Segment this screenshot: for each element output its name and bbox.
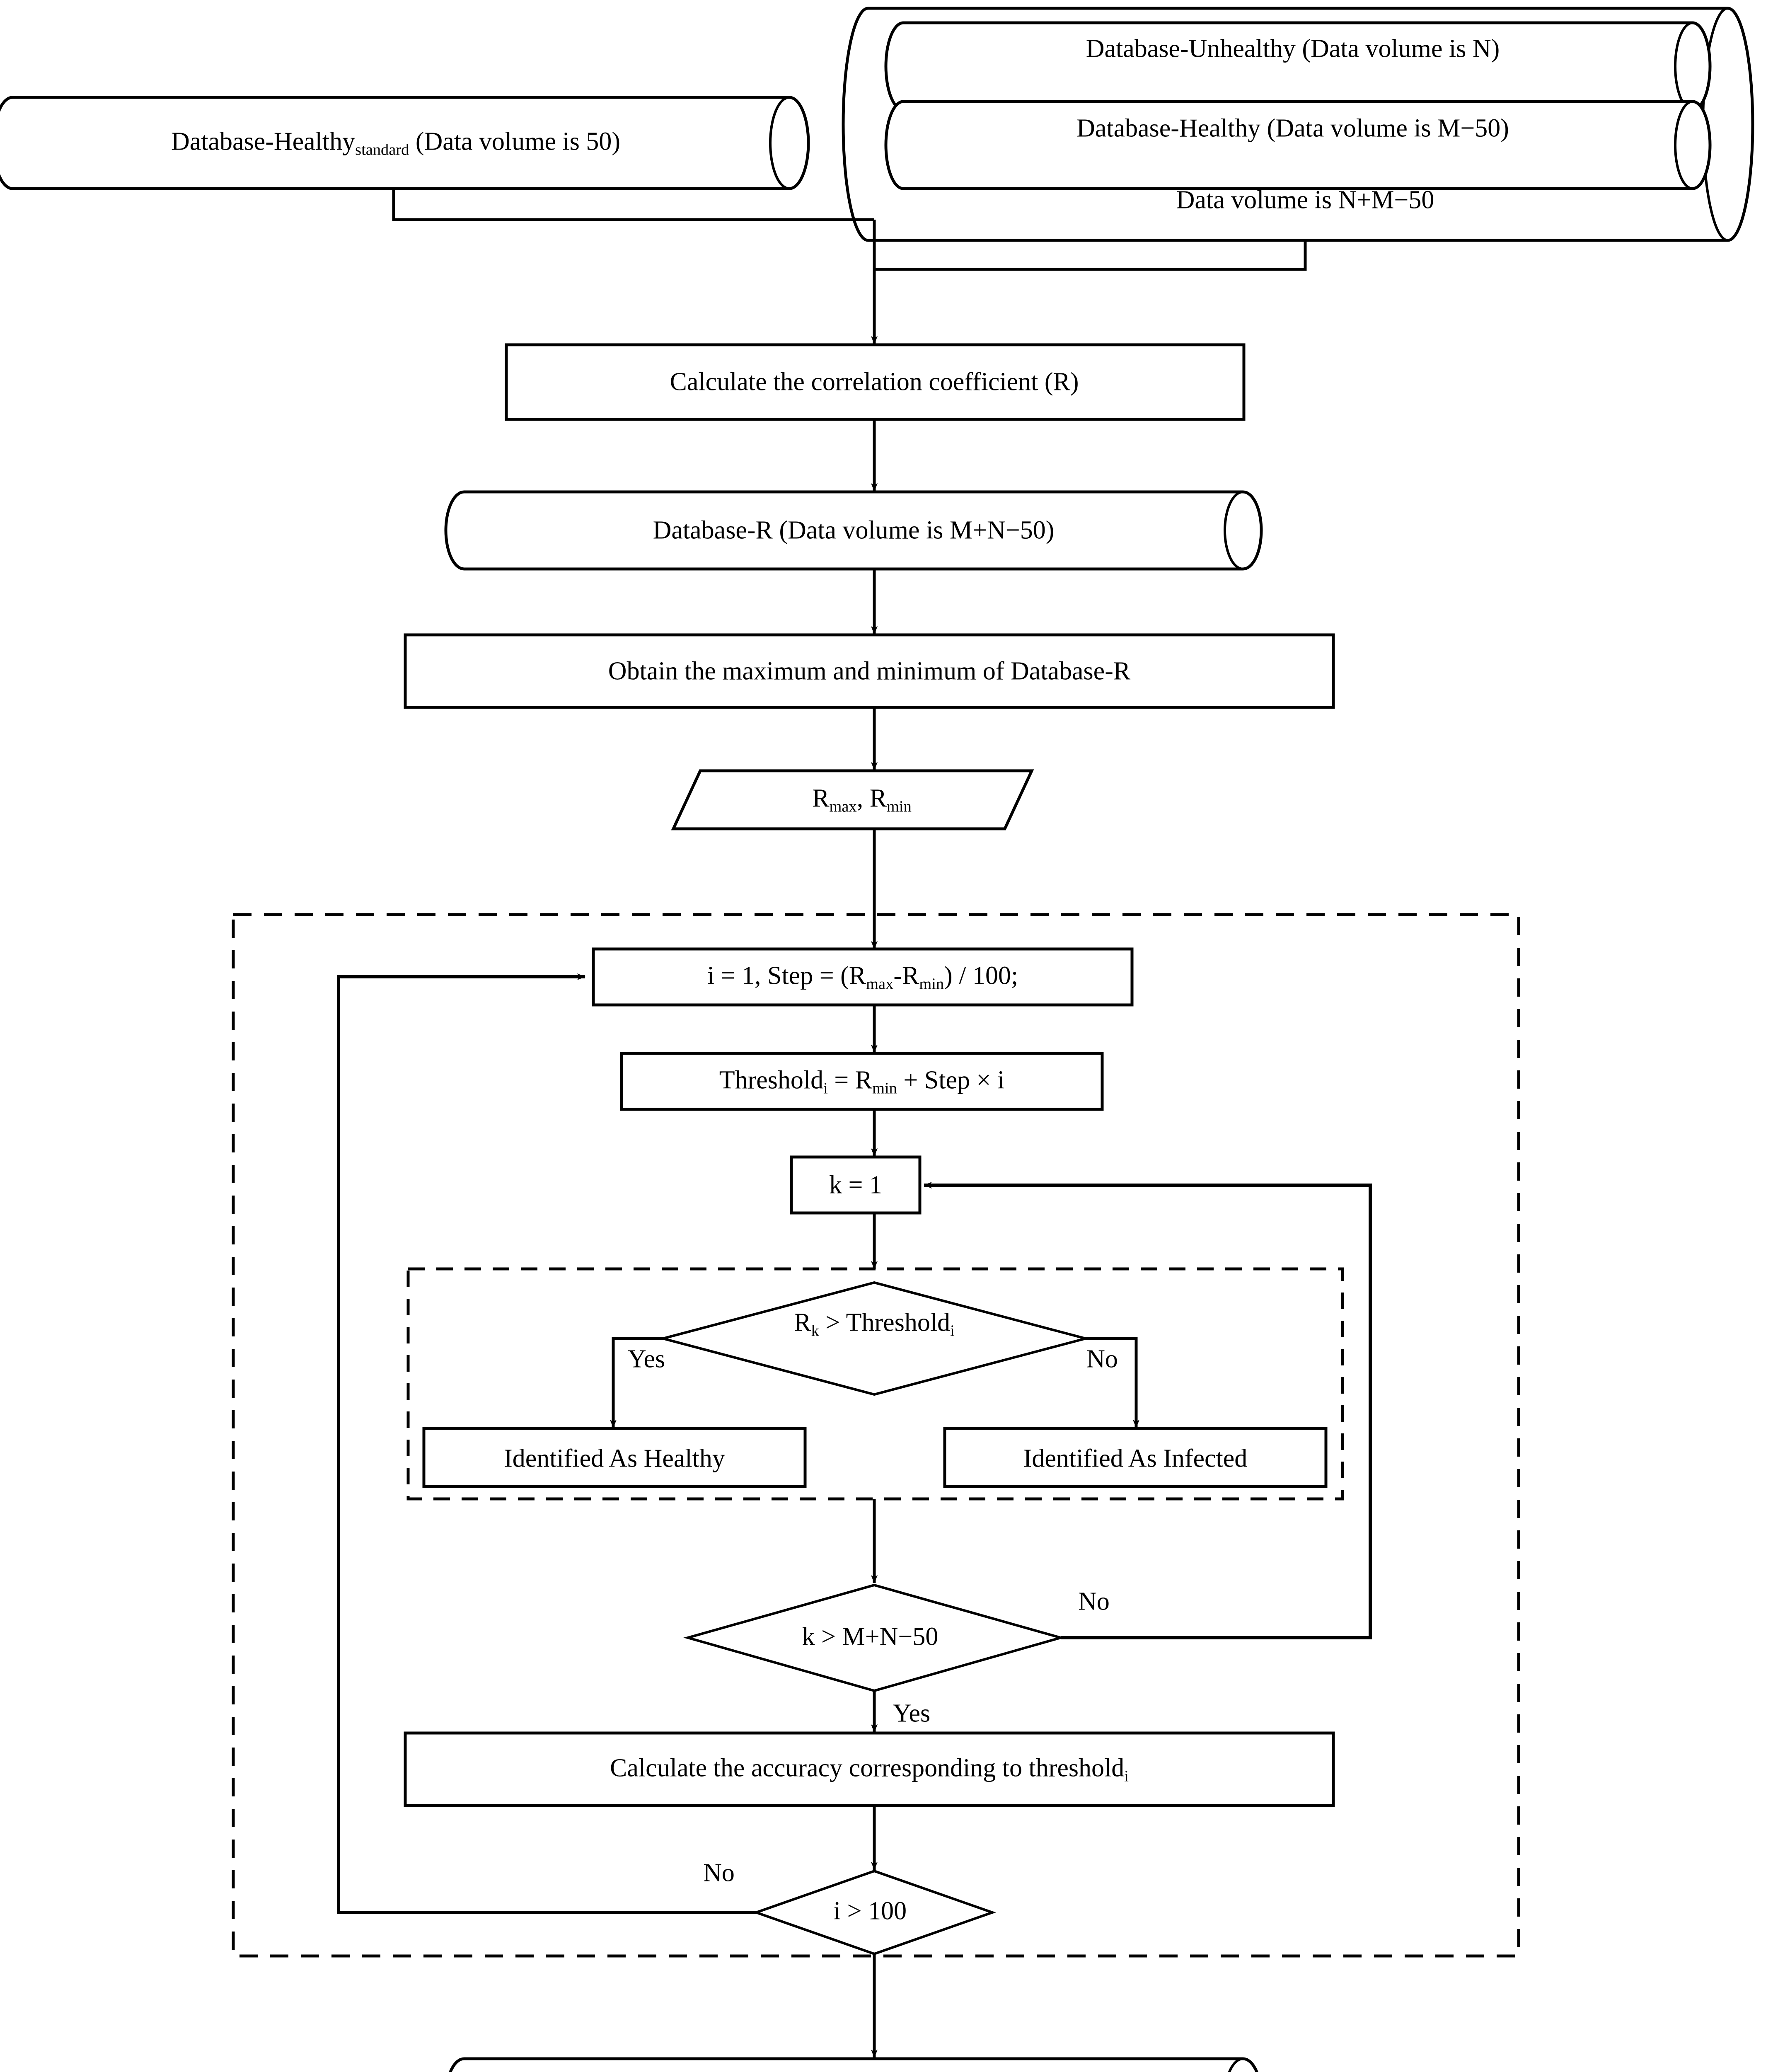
init-k-label: k = 1 <box>829 1171 882 1199</box>
decide-k-label: k > M+N−50 <box>802 1622 939 1651</box>
db-healthy-cylinder <box>884 100 1712 190</box>
threshold-i-box <box>620 1052 1104 1111</box>
obtain-maxmin-label: Obtain the maximum and minimum of Databa… <box>608 657 1131 685</box>
edge-healthy-standard-to-join <box>392 189 874 221</box>
db-healthy-standard-label: Database-Healthystandard (Data volume is… <box>171 127 620 159</box>
edge-label-rk-yes: Yes <box>627 1345 665 1373</box>
db-r-cylinder <box>444 490 1263 571</box>
identified-infected-label: Identified As Infected <box>1023 1444 1248 1473</box>
edge-rk-no <box>1086 1337 1139 1428</box>
init-i-step-box <box>592 947 1134 1007</box>
init-k-box <box>790 1155 922 1215</box>
edge-label-i-no: No <box>703 1859 735 1887</box>
db-outer-label: Data volume is N+M−50 <box>1176 186 1434 214</box>
decide-rk-diamond <box>658 1281 1091 1396</box>
db-r-label: Database-R (Data volume is M+N−50) <box>653 516 1055 545</box>
identified-healthy-box <box>422 1427 807 1488</box>
db-healthy-standard-cylinder <box>0 96 810 190</box>
edge-label-k-no: No <box>1078 1587 1110 1616</box>
edge-outer-db-to-join <box>874 241 1307 271</box>
obtain-maxmin-box <box>404 633 1335 709</box>
identified-infected-box <box>943 1427 1328 1488</box>
db-accuracy-cylinder <box>449 2057 1258 2072</box>
threshold-i-label: Thresholdi = Rmin + Step × i <box>719 1066 1005 1097</box>
edge-i-no-loopback <box>337 973 756 1914</box>
calc-accuracy-box <box>404 1731 1335 1807</box>
db-healthy-label: Database-Healthy (Data volume is M−50) <box>1076 114 1509 143</box>
calc-correlation-label: Calculate the correlation coefficient (R… <box>670 368 1079 396</box>
calc-accuracy-label: Calculate the accuracy corresponding to … <box>610 1754 1129 1785</box>
rmax-rmin-parallelogram <box>671 769 1034 830</box>
edge-rk-yes <box>610 1337 663 1428</box>
edge-label-rk-no: No <box>1086 1345 1118 1373</box>
init-i-step-label: i = 1, Step = (Rmax-Rmin) / 100; <box>707 961 1018 993</box>
rmax-rmin-label: Rmax, Rmin <box>812 784 912 816</box>
db-unhealthy-label: Database-Unhealthy (Data volume is N) <box>1086 34 1500 63</box>
identified-healthy-label: Identified As Healthy <box>504 1444 725 1473</box>
decide-rk-label: Rk > Thresholdi <box>794 1308 955 1340</box>
edge-label-k-yes: Yes <box>893 1699 931 1728</box>
decide-i-label: i > 100 <box>833 1897 907 1925</box>
edge-k-no-loopback <box>924 1182 1372 1639</box>
calc-correlation-box <box>505 343 1246 421</box>
